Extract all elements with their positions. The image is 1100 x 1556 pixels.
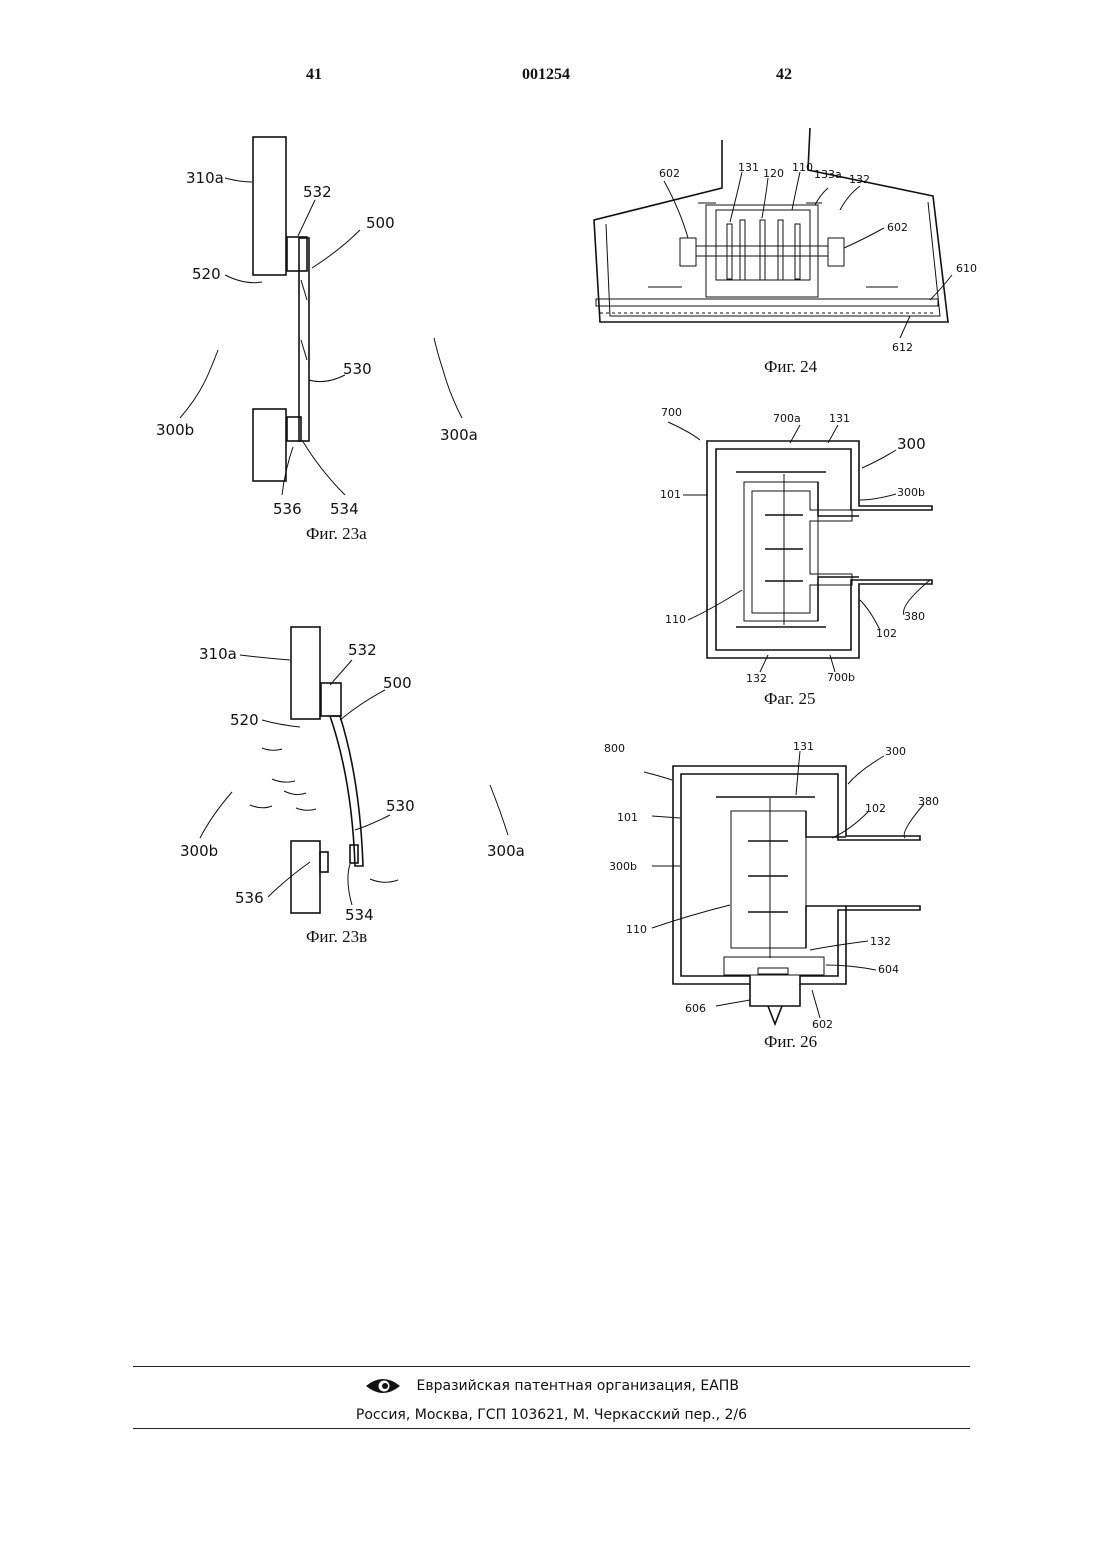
label-530: 530 bbox=[343, 360, 372, 378]
label-520: 520 bbox=[192, 265, 221, 283]
housing-walls-lower bbox=[800, 906, 920, 984]
label-300b: 300b bbox=[897, 486, 925, 499]
stop-536 bbox=[320, 852, 328, 872]
figure-26: 800 131 300 380 101 102 300b 110 132 604… bbox=[604, 740, 939, 1031]
caption-fig-23b: Фиг. 23в bbox=[306, 927, 367, 947]
nozzle-606 bbox=[750, 984, 800, 1006]
caption-fig-23a: Фиг. 23а bbox=[306, 524, 367, 544]
label-534: 534 bbox=[330, 500, 359, 518]
comb-612 bbox=[600, 306, 936, 313]
frame-110 bbox=[706, 205, 818, 297]
label-110: 110 bbox=[626, 923, 647, 936]
hinge-532 bbox=[321, 683, 341, 716]
label-110: 110 bbox=[665, 613, 686, 626]
label-532: 532 bbox=[303, 183, 332, 201]
footer-bottom-rule bbox=[133, 1428, 970, 1429]
label-530: 530 bbox=[386, 797, 415, 815]
label-532: 532 bbox=[348, 641, 377, 659]
label-300b: 300b bbox=[609, 860, 637, 873]
label-310a: 310a bbox=[186, 169, 224, 187]
label-300a: 300a bbox=[487, 842, 525, 860]
label-604: 604 bbox=[878, 963, 899, 976]
label-131: 131 bbox=[738, 161, 759, 174]
figure-23a: 310a 532 500 520 530 300b 300a 536 534 bbox=[156, 137, 478, 518]
label-300b: 300b bbox=[180, 842, 218, 860]
motor-602-right bbox=[828, 238, 844, 266]
label-536: 536 bbox=[273, 500, 302, 518]
rotor-frame-110 bbox=[744, 482, 818, 621]
label-300: 300 bbox=[885, 745, 906, 758]
label-102: 102 bbox=[865, 802, 886, 815]
footer-org-line: Евразийская патентная организация, ЕАПВ bbox=[133, 1375, 970, 1397]
motor-602-left bbox=[680, 238, 696, 266]
caption-fig-26: Фиг. 26 bbox=[764, 1032, 817, 1052]
wall-lower bbox=[291, 841, 320, 913]
rotor-frame-110 bbox=[731, 811, 806, 948]
label-133a: 133a bbox=[814, 168, 842, 181]
wall-310a bbox=[291, 627, 320, 719]
label-800: 800 bbox=[604, 742, 625, 755]
label-612: 612 bbox=[892, 341, 913, 354]
housing-walls-upper bbox=[673, 766, 920, 984]
label-520: 520 bbox=[230, 711, 259, 729]
label-536: 536 bbox=[235, 889, 264, 907]
eapo-eye-logo-icon bbox=[364, 1375, 402, 1397]
figure-25: 700 700a 131 300 101 300b 110 102 380 13… bbox=[660, 406, 932, 685]
footer-address: Россия, Москва, ГСП 103621, М. Черкасски… bbox=[133, 1407, 970, 1423]
label-500: 500 bbox=[366, 214, 395, 232]
caption-fig-25: Фаг. 25 bbox=[764, 689, 816, 709]
label-606: 606 bbox=[685, 1002, 706, 1015]
brush-bar-610 bbox=[596, 299, 938, 306]
caption-fig-24: Фиг. 24 bbox=[764, 357, 817, 377]
label-380: 380 bbox=[904, 610, 925, 623]
label-102: 102 bbox=[876, 627, 897, 640]
label-700a: 700a bbox=[773, 412, 801, 425]
label-610: 610 bbox=[956, 262, 977, 275]
label-602-left: 602 bbox=[659, 167, 680, 180]
label-700b: 700b bbox=[827, 671, 855, 684]
label-700: 700 bbox=[661, 406, 682, 419]
flap-530-bent bbox=[330, 716, 363, 866]
label-500: 500 bbox=[383, 674, 412, 692]
label-300a: 300a bbox=[440, 426, 478, 444]
label-131: 131 bbox=[829, 412, 850, 425]
label-131: 131 bbox=[793, 740, 814, 753]
label-101: 101 bbox=[660, 488, 681, 501]
figure-23b: 310a 532 500 520 530 300b 300a 536 534 bbox=[180, 627, 525, 924]
label-300b: 300b bbox=[156, 421, 194, 439]
housing-walls bbox=[707, 441, 932, 658]
label-132: 132 bbox=[746, 672, 767, 685]
brush-holder-604 bbox=[724, 957, 824, 975]
label-602: 602 bbox=[812, 1018, 833, 1031]
wall-lower bbox=[253, 409, 286, 481]
pin-602 bbox=[768, 1006, 782, 1024]
footer-org-name: Евразийская патентная организация, ЕАПВ bbox=[417, 1378, 739, 1394]
label-132: 132 bbox=[870, 935, 891, 948]
footer-top-rule bbox=[133, 1366, 970, 1367]
label-300: 300 bbox=[897, 435, 926, 453]
label-380: 380 bbox=[918, 795, 939, 808]
label-120: 120 bbox=[763, 167, 784, 180]
label-110: 110 bbox=[792, 161, 813, 174]
figure-24: 602 131 120 110 133a 132 602 610 612 bbox=[594, 128, 977, 354]
hinge-532 bbox=[287, 237, 307, 271]
wall-310a bbox=[253, 137, 286, 275]
label-101: 101 bbox=[617, 811, 638, 824]
label-534: 534 bbox=[345, 906, 374, 924]
label-310a: 310a bbox=[199, 645, 237, 663]
label-132: 132 bbox=[849, 173, 870, 186]
label-602-right: 602 bbox=[887, 221, 908, 234]
